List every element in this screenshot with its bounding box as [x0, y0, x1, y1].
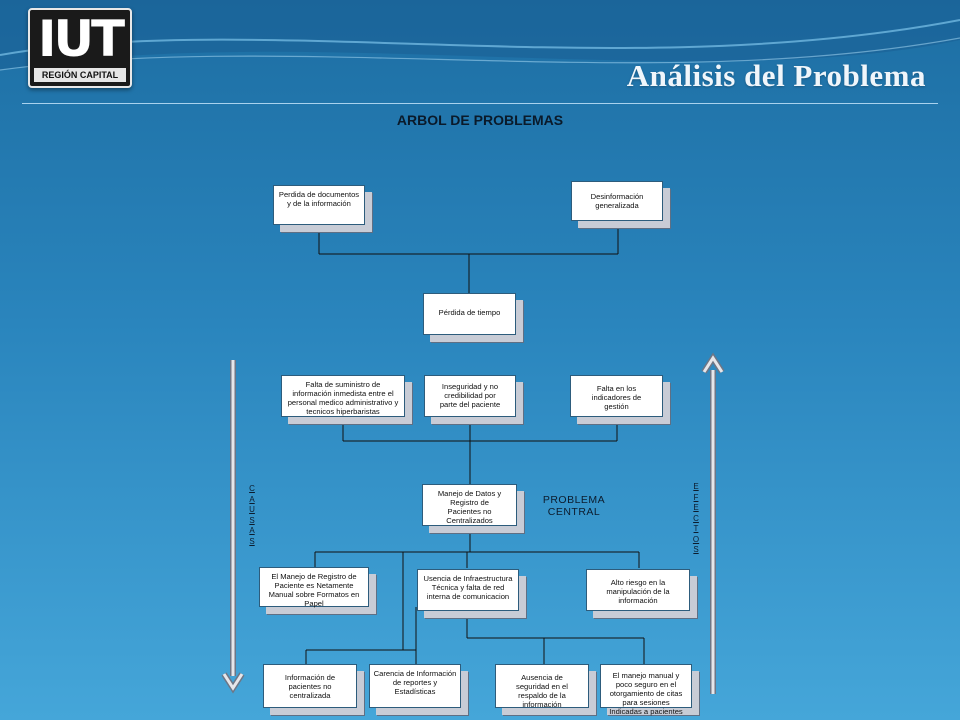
- connector-sub-left: [305, 552, 417, 664]
- node-effect-disinformation: Desinformación generalizada: [571, 181, 663, 221]
- causes-vertical-label: CAUSAS: [249, 484, 255, 546]
- node-sub-backup-security: Ausencia de seguridad en el respaldo de …: [495, 664, 589, 709]
- iut-logo: IUT REGIÓN CAPITAL: [28, 8, 132, 88]
- node-central-problem: Manejo de Datos y Registro de Pacientes …: [422, 484, 517, 526]
- node-cause-infrastructure: Usencia de Infraestructura Técnica y fal…: [417, 569, 519, 611]
- causes-arrow-down: [221, 360, 245, 694]
- node-effect-info-supply: Falta de suministro de información inmed…: [281, 375, 405, 417]
- node-sub-info-not-centralized: Información de pacientes no centralizada: [263, 664, 357, 708]
- node-sub-reports: Carencia de Información de reportes y Es…: [369, 664, 461, 708]
- logo-mark: IUT: [37, 10, 125, 68]
- connector-sub-right: [466, 612, 645, 664]
- node-cause-manual-registry: El Manejo de Registro de Paciente es Net…: [259, 567, 369, 608]
- effects-arrow-up: [701, 352, 725, 694]
- central-problem-label: PROBLEMA CENTRAL: [542, 494, 606, 518]
- node-cause-high-risk: Alto riesgo en la manipulación de la inf…: [586, 569, 690, 611]
- node-effect-document-loss: Perdida de documentos y de la informació…: [273, 185, 365, 225]
- slide-title: Análisis del Problema: [626, 58, 926, 93]
- node-effect-insecurity: Inseguridad y no credibilidad por parte …: [424, 375, 516, 417]
- node-sub-manual-appointments: El manejo manual y poco seguro en el oto…: [600, 664, 692, 716]
- connector-causes: [314, 525, 640, 568]
- connector-time-effects: [342, 417, 618, 485]
- node-effect-time-loss: Pérdida de tiempo: [423, 293, 516, 335]
- title-divider: [22, 103, 938, 104]
- connector-top-effects: [318, 222, 619, 294]
- logo-subtitle: REGIÓN CAPITAL: [34, 68, 126, 82]
- effects-vertical-label: EFECTOS: [692, 482, 700, 554]
- diagram-title: ARBOL DE PROBLEMAS: [396, 112, 564, 128]
- node-effect-indicators: Falta en los indicadores de gestión: [570, 375, 663, 417]
